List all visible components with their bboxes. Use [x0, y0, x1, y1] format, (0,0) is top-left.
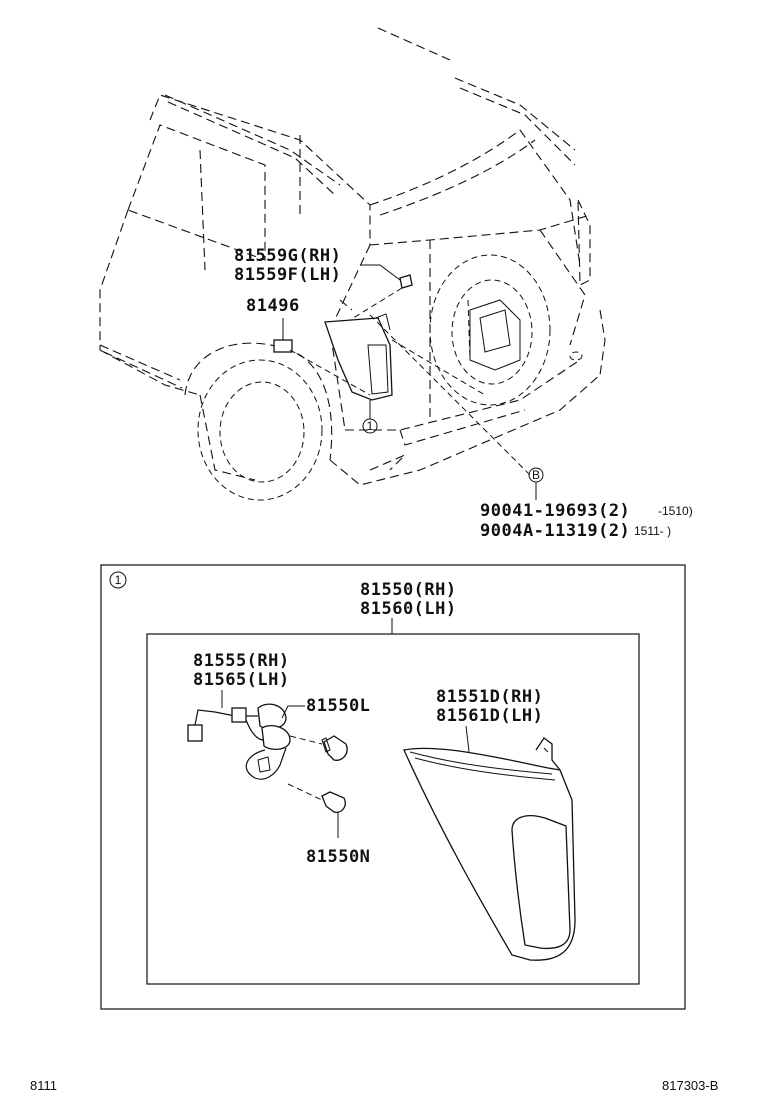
- vehicle-illustration: [99, 27, 606, 501]
- lamp-callout-number: 1: [367, 419, 374, 433]
- footer-left-code: 8111: [30, 1078, 57, 1093]
- box-index-marker: 1: [115, 573, 122, 587]
- detail-box: 1 81550(RH) 81560(LH) 81555(RH) 81565(LH…: [100, 564, 686, 1010]
- label-81550n: 81550N: [306, 847, 370, 867]
- label-9004a-range: 1511- ): [634, 524, 671, 538]
- label-81551d-rh: 81551D(RH): [436, 687, 543, 707]
- bulb-81550n-icon: [287, 783, 346, 813]
- label-81550l: 81550L: [306, 696, 370, 716]
- bulb-81550l-icon: [289, 735, 348, 761]
- socket-wire-icon: [187, 703, 291, 780]
- label-81559f: 81559F(LH): [234, 265, 341, 285]
- bolt-leader: B: [369, 314, 544, 500]
- footer-right-code: 817303-B: [662, 1078, 718, 1093]
- bushing-81559-icon: [349, 264, 413, 321]
- label-81559g: 81559G(RH): [234, 246, 341, 266]
- lens-assembly-icon: [403, 737, 576, 961]
- label-9004a: 9004A-11319(2): [480, 521, 630, 541]
- rear-lamp-exploded: 1: [324, 313, 393, 434]
- callout-b: B: [532, 468, 540, 482]
- label-81565-lh: 81565(LH): [193, 670, 290, 690]
- label-81561d-lh: 81561D(LH): [436, 706, 543, 726]
- label-81496: 81496: [246, 296, 300, 316]
- label-81555-rh: 81555(RH): [193, 651, 290, 671]
- clip-81496-icon: [273, 318, 371, 396]
- label-90041: 90041-19693(2): [480, 501, 630, 521]
- label-90041-range: -1510): [658, 504, 693, 518]
- label-81560-lh: 81560(LH): [360, 599, 457, 619]
- label-81550-rh: 81550(RH): [360, 580, 457, 600]
